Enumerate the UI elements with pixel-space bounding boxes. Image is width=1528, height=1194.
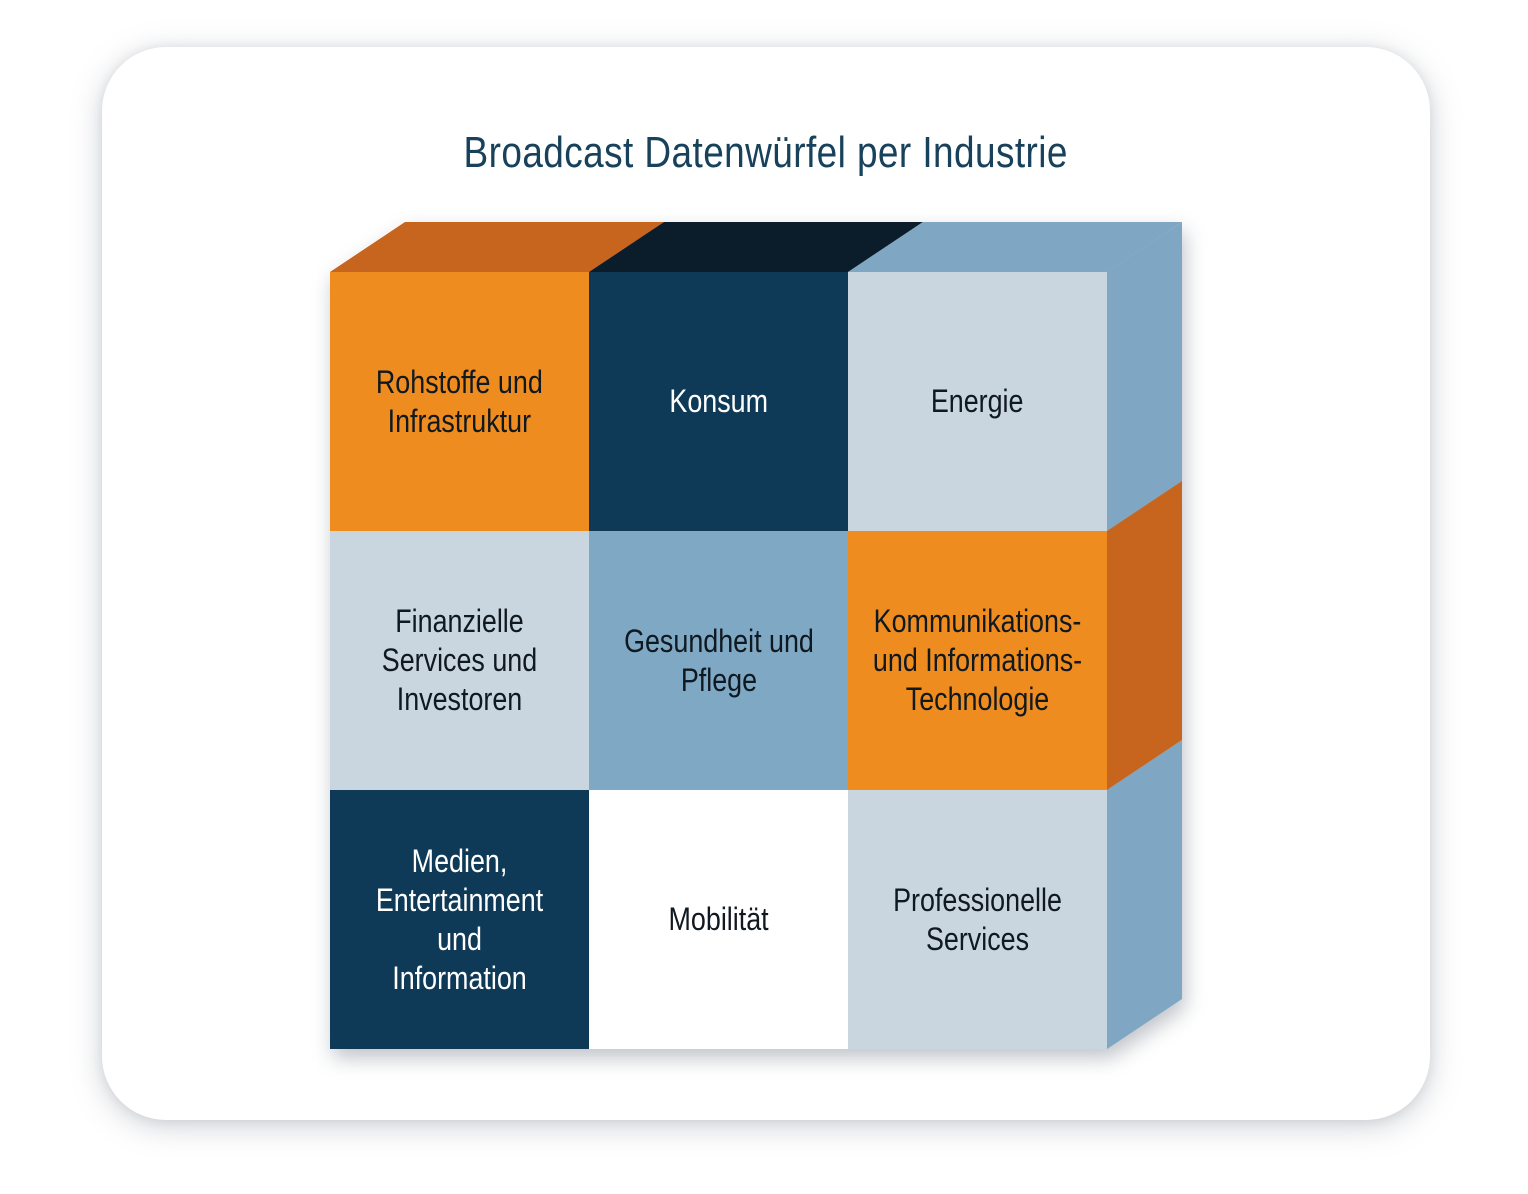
cube-cell-label-line: Gesundheit und [623,622,814,659]
cube-cell-label-line: Energie [931,383,1024,419]
cube-cell-label: Konsum [669,382,768,421]
cube-cell-label-line: und Informations- [872,642,1083,678]
cube-cell-label-line: Mobilität [668,901,769,937]
diagram-title-text: Broadcast Datenwürfel per Industrie [463,128,1069,177]
cube-cell-label-line: Technologie [905,681,1050,717]
cube-cell-kommunikations-und-informations-technologie: Kommunikations-und Informations-Technolo… [848,531,1107,790]
cube-cell-label-line: Information [392,959,527,996]
cube-cell-label-line: Services [925,920,1030,957]
cube-cell-label-line: Entertainment und [375,881,544,957]
cube-cell-label-line: Pflege [680,661,757,698]
cube-cell-label-line: Finanzielle [395,603,524,639]
cube-cell-label: Mobilität [668,900,768,939]
cube-cell-label: Kommunikations-und Informations-Technolo… [873,602,1082,719]
cube-cell-mobilitaet: Mobilität [589,790,848,1049]
side-face-row-1 [1107,222,1182,531]
side-face-row-2 [1107,481,1182,790]
cube-cell-konsum: Konsum [589,272,848,531]
cube-cell-label: Energie [931,382,1024,421]
side-face-row-3 [1107,740,1182,1049]
cube-cell-label-line: Investoren [396,681,523,717]
cube-cell-label-line: Infrastruktur [387,402,532,439]
content-card: Broadcast Datenwürfel per Industrie Rohs… [102,47,1430,1120]
diagram-title: Broadcast Datenwürfel per Industrie [102,128,1430,178]
cube-cell-label-line: Medien, [411,842,508,879]
cube-cell-energie: Energie [848,272,1107,531]
cube-cell-label-line: Professionelle [893,881,1062,918]
cube-cell-label-line: Konsum [669,383,768,419]
cube-cell-label-line: Services und [381,642,538,678]
cube-cell-label-line: Rohstoffe und [376,363,543,400]
cube-cell-label-line: Kommunikations- [873,603,1082,639]
